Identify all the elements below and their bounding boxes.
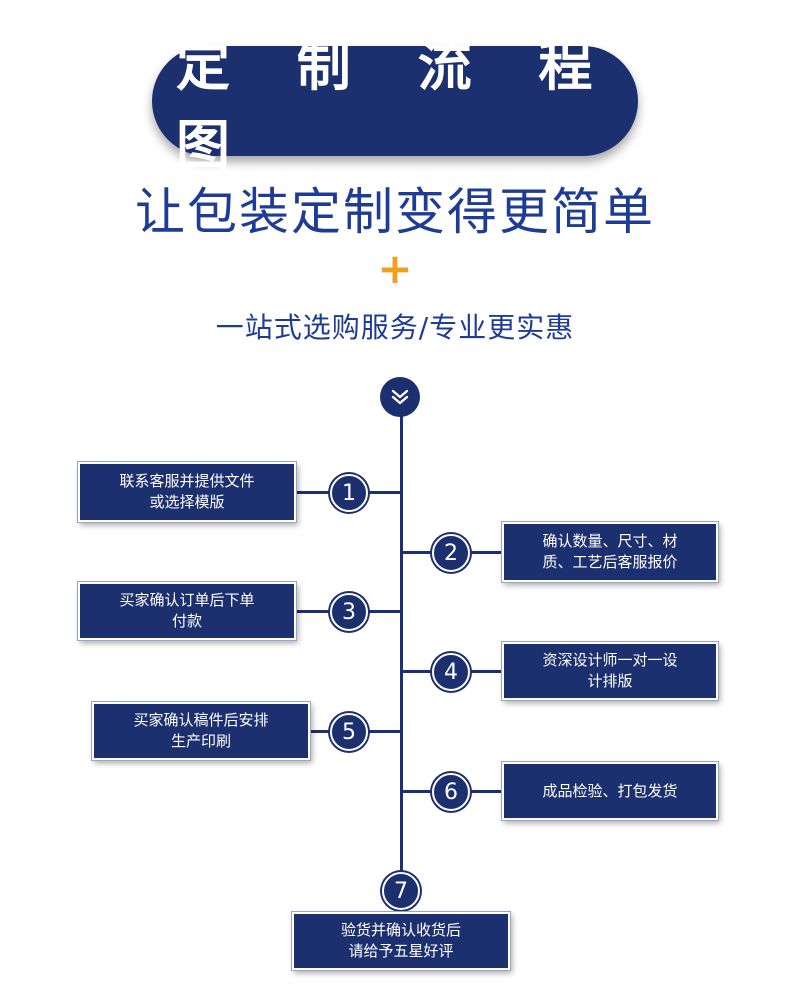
step-node-5: 5 (330, 713, 368, 751)
step-node-6: 6 (432, 773, 470, 811)
step-7-line1: 验货并确认收货后 (340, 921, 461, 939)
step-box-6: 成品检验、打包发货 (501, 761, 719, 821)
step-1-line2: 或选择模版 (149, 493, 225, 511)
step-3-line2: 付款 (171, 612, 202, 630)
step-box-7: 验货并确认收货后 请给予五星好评 (291, 911, 511, 971)
step-6-line1: 成品检验、打包发货 (542, 781, 678, 800)
step-node-1: 1 (330, 474, 368, 512)
step-2-line2: 质、工艺后客服报价 (542, 553, 678, 571)
step-4-line2: 计排版 (587, 672, 633, 690)
step-node-3: 3 (330, 593, 368, 631)
step-box-5: 买家确认稿件后安排 生产印刷 (91, 701, 311, 761)
step-node-4: 4 (432, 653, 470, 691)
step-box-2: 确认数量、尺寸、材 质、工艺后客服报价 (501, 521, 719, 583)
step-box-3: 买家确认订单后下单 付款 (77, 581, 297, 641)
plus-icon: + (377, 244, 413, 293)
step-5-line1: 买家确认稿件后安排 (133, 711, 269, 729)
subtitle: 让包装定制变得更简单 (135, 183, 655, 241)
step-2-line1: 确认数量、尺寸、材 (542, 532, 678, 550)
step-node-7: 7 (382, 872, 420, 910)
title-banner: 定 制 流 程 图 (152, 35, 638, 177)
step-1-line1: 联系客服并提供文件 (119, 472, 255, 490)
tagline: 一站式选购服务/专业更实惠 (215, 311, 575, 344)
timeline-line (400, 396, 403, 892)
step-4-line1: 资深设计师一对一设 (542, 651, 678, 669)
step-7-line2: 请给予五星好评 (348, 942, 454, 960)
step-node-2: 2 (432, 534, 470, 572)
step-3-line1: 买家确认订单后下单 (119, 591, 255, 609)
step-5-line2: 生产印刷 (170, 732, 231, 750)
page-title: 定 制 流 程 图 (176, 35, 617, 177)
step-box-1: 联系客服并提供文件 或选择模版 (77, 461, 297, 523)
step-box-4: 资深设计师一对一设 计排版 (501, 641, 719, 701)
double-chevron-down-icon (380, 377, 420, 417)
